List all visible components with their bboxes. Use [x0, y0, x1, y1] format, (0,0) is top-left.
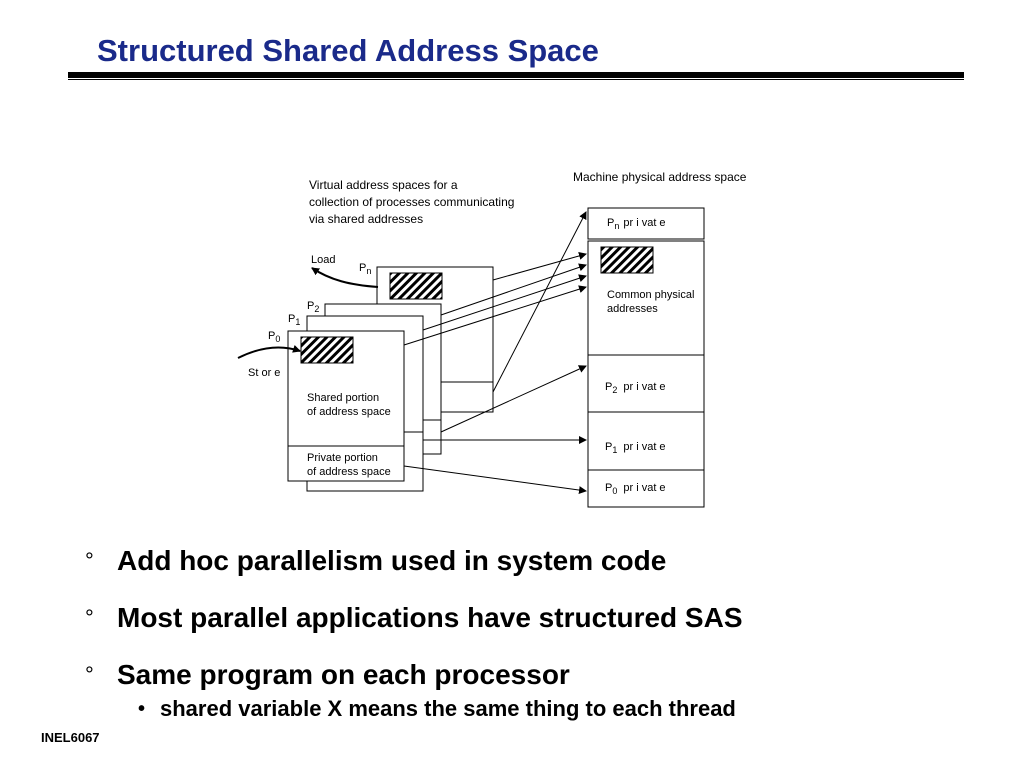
title-rule: [68, 72, 964, 78]
virtual-caption-line2: collection of processes communicating: [309, 195, 514, 209]
shared-portion-line2: of address space: [307, 406, 391, 418]
physical-caption: Machine physical address space: [573, 170, 747, 184]
load-arrow: [311, 267, 379, 288]
sub-bullet-text: shared variable X means the same thing t…: [160, 696, 736, 721]
bullet-mark: °: [85, 547, 94, 573]
slide-title: Structured Shared Address Space: [97, 33, 599, 68]
bullet-text: Add hoc parallelism used in system code: [117, 544, 667, 576]
virtual-caption-line3: via shared addresses: [309, 212, 423, 226]
bullet-mark: °: [85, 661, 94, 687]
common-physical-line2: addresses: [607, 303, 658, 315]
sub-bullet: • shared variable X means the same thing…: [138, 696, 736, 722]
label-p2: P2: [307, 300, 319, 314]
load-label: Load: [311, 254, 335, 266]
bullet-text: Same program on each processor: [117, 658, 570, 690]
label-pn: Pn: [359, 262, 371, 276]
bullet-text: Most parallel applications have structur…: [117, 601, 743, 633]
label-p1: P1: [288, 313, 300, 327]
bullet-item: ° Most parallel applications have structu…: [85, 589, 743, 646]
bullet-item: ° Add hoc parallelism used in system code: [85, 532, 743, 589]
bullet-mark: °: [85, 604, 94, 630]
label-p0: P0: [268, 330, 280, 344]
footer-course-code: INEL6067: [41, 730, 100, 745]
sub-bullet-mark: •: [138, 697, 146, 720]
title-rule-thin: [68, 79, 964, 80]
private-portion-line1: Private portion: [307, 452, 378, 464]
virtual-caption-line1: Virtual address spaces for a: [309, 178, 458, 192]
private-portion-line2: of address space: [307, 466, 391, 478]
process-p0-space: [287, 330, 405, 482]
physical-address-space: [587, 207, 705, 508]
shared-portion-line1: Shared portion: [307, 392, 379, 404]
store-arrow: [237, 344, 301, 359]
mapping-arrows: [403, 211, 587, 495]
common-physical-line1: Common physical: [607, 289, 694, 301]
store-label: St or e: [248, 367, 280, 379]
bullet-item: ° Same program on each processor: [85, 646, 743, 703]
bullet-list: ° Add hoc parallelism used in system code…: [85, 532, 743, 703]
